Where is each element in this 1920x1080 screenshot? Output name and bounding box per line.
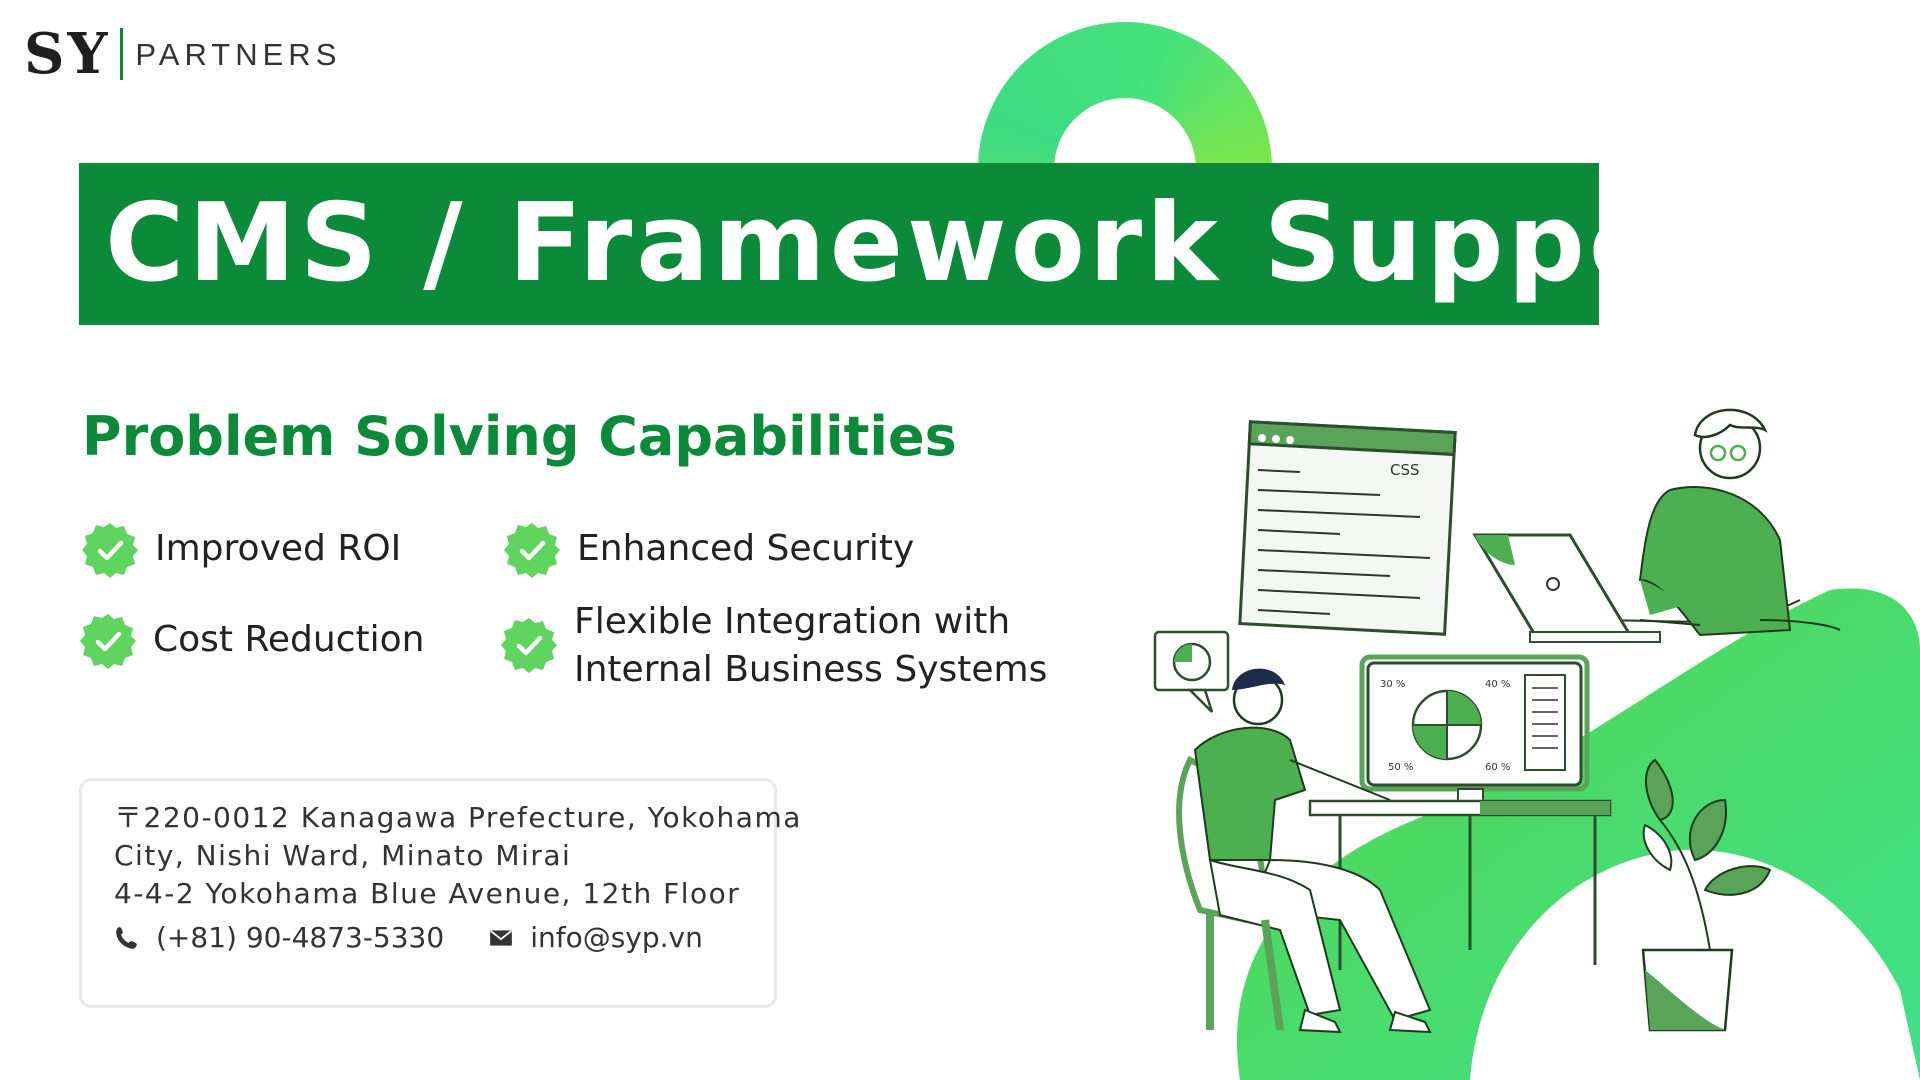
code-window-label: CSS — [1390, 461, 1420, 479]
chart-label: 60 % — [1485, 762, 1510, 773]
address-line: 〒220-0012 Kanagawa Prefecture, Yokohama — [114, 801, 802, 834]
page-title: CMS / Framework Support — [105, 181, 1780, 306]
monitor: 30 % 40 % 50 % 60 % — [1359, 654, 1590, 802]
pie-chart-bubble — [1153, 630, 1230, 713]
feature-label: Enhanced Security — [577, 528, 915, 569]
logo-wordmark: PARTNERS — [135, 36, 342, 72]
address-line: City, Nishi Ward, Minato Mirai — [114, 839, 572, 872]
envelope-icon — [490, 929, 513, 946]
check-badge-icon — [82, 523, 138, 578]
phone-number[interactable]: (+81) 90-4873-5330 — [156, 921, 445, 954]
person-top-right — [1638, 408, 1841, 637]
potted-plant — [1641, 758, 1772, 1032]
contact-row: (+81) 90-4873-5330 info@syp.vn — [114, 921, 703, 954]
chart-label: 30 % — [1380, 679, 1405, 690]
feature-label: Flexible Integration with Internal Busin… — [574, 601, 1048, 690]
address-line: 4-4-2 Yokohama Blue Avenue, 12th Floor — [114, 877, 741, 910]
section-subtitle: Problem Solving Capabilities — [82, 405, 957, 468]
feature-label: Cost Reduction — [153, 619, 425, 660]
laptop — [1472, 533, 1661, 643]
check-badge-icon — [504, 523, 560, 578]
feature-item-roi: Improved ROI — [81, 521, 401, 579]
logo-mark: SY — [24, 21, 111, 87]
desk — [1308, 799, 1612, 970]
logo-divider — [120, 28, 124, 80]
phone-icon — [116, 926, 137, 949]
feature-item-integration: Flexible Integration with Internal Busin… — [500, 594, 1047, 694]
team-illustration: CSS 30 % 4 — [1153, 408, 1920, 1080]
company-logo: SY PARTNERS — [24, 24, 341, 84]
company-address: 〒220-0012 Kanagawa Prefecture, Yokohama … — [114, 799, 802, 913]
person-seated — [1176, 668, 1432, 1034]
title-band: CMS / Framework Support — [79, 163, 1776, 325]
email-address[interactable]: info@syp.vn — [530, 921, 703, 954]
feature-item-cost: Cost Reduction — [79, 612, 424, 670]
check-badge-icon — [501, 618, 557, 673]
chart-label: 40 % — [1485, 679, 1510, 690]
feature-item-security: Enhanced Security — [503, 521, 914, 579]
feature-label: Improved ROI — [155, 528, 402, 569]
code-window: CSS — [1238, 420, 1457, 636]
contact-card: 〒220-0012 Kanagawa Prefecture, Yokohama … — [79, 778, 800, 1008]
check-badge-icon — [80, 614, 136, 669]
chart-label: 50 % — [1388, 762, 1413, 773]
